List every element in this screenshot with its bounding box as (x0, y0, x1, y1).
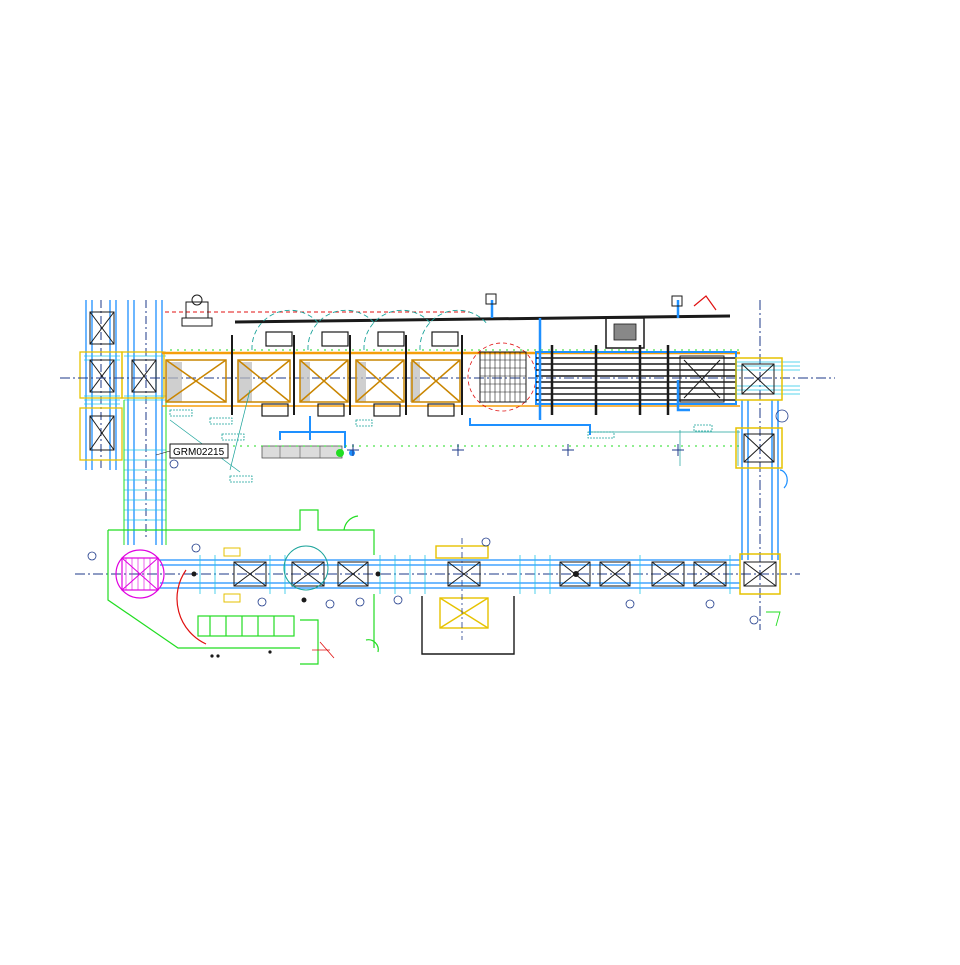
right-vertical-conveyor (735, 300, 800, 630)
equipment-tag-label: GRM02215 (173, 447, 225, 458)
left-vertical-conveyor (79, 300, 167, 545)
equipment-tag: GRM02215 (155, 443, 229, 459)
turntable-icon (115, 549, 165, 599)
gearbox-icon (181, 294, 213, 327)
roller-bank (535, 317, 737, 415)
bottom-conveyor-line (75, 459, 800, 665)
top-processing-line (60, 293, 835, 483)
